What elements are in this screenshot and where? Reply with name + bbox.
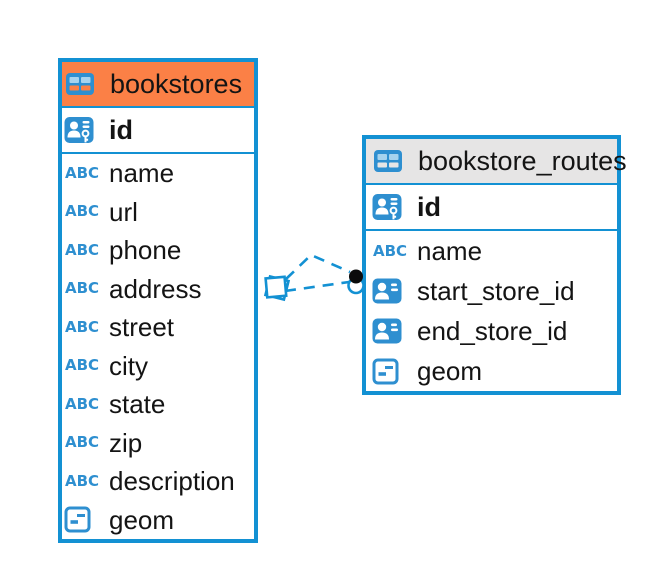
- primary-key-icon: [64, 115, 109, 145]
- column-row[interactable]: end_store_id: [366, 311, 617, 351]
- entity-table-bookstores[interactable]: bookstores id ABC name ABC ur: [58, 58, 258, 543]
- table-header-bookstore-routes[interactable]: bookstore_routes: [366, 139, 627, 183]
- column-row[interactable]: ABC name: [366, 231, 617, 271]
- text-type-icon: ABC: [65, 279, 100, 298]
- column-row[interactable]: ABC state: [62, 385, 254, 424]
- column-name: phone: [109, 235, 182, 266]
- table-title: bookstores: [110, 68, 243, 99]
- column-row[interactable]: ABC url: [62, 193, 254, 232]
- text-type-icon: ABC: [65, 317, 100, 336]
- column-row[interactable]: ABC name: [62, 154, 254, 193]
- relation-source-marker[interactable]: [263, 274, 291, 302]
- column-name: name: [417, 236, 483, 266]
- column-name: start_store_id: [417, 276, 575, 306]
- primary-key-name: id: [109, 114, 133, 145]
- table-icon: [369, 149, 418, 173]
- column-name: street: [109, 312, 175, 343]
- column-name: state: [109, 389, 166, 420]
- column-name: address: [109, 273, 202, 304]
- primary-key-name: id: [417, 191, 441, 222]
- text-type-icon: ABC: [65, 163, 100, 182]
- column-row[interactable]: ABC street: [62, 308, 254, 347]
- column-row[interactable]: start_store_id: [366, 271, 617, 311]
- text-type-icon: ABC: [65, 394, 100, 413]
- column-row[interactable]: ABC address: [62, 270, 254, 309]
- primary-key-icon: [368, 192, 417, 222]
- table-header-bookstores[interactable]: bookstores: [62, 62, 254, 106]
- geometry-type-icon: [64, 506, 109, 533]
- text-type-icon: ABC: [65, 471, 100, 490]
- column-name: end_store_id: [417, 316, 568, 346]
- primary-key-row[interactable]: id: [62, 106, 254, 154]
- text-type-icon: ABC: [65, 433, 100, 452]
- column-row[interactable]: ABC description: [62, 462, 254, 501]
- primary-key-row[interactable]: id: [366, 183, 617, 231]
- column-name: zip: [109, 427, 143, 458]
- column-row[interactable]: ABC city: [62, 347, 254, 386]
- text-type-icon: ABC: [65, 356, 100, 375]
- table-icon: [65, 72, 110, 96]
- column-name: url: [109, 196, 138, 227]
- reference-type-icon: [368, 278, 417, 304]
- column-row[interactable]: ABC phone: [62, 231, 254, 270]
- column-name: geom: [109, 504, 175, 535]
- column-row[interactable]: geom: [366, 351, 617, 391]
- reference-type-icon: [368, 318, 417, 344]
- table-title: bookstore_routes: [418, 145, 627, 176]
- column-row[interactable]: ABC zip: [62, 424, 254, 463]
- column-row[interactable]: geom: [62, 501, 254, 540]
- text-type-icon: ABC: [65, 202, 100, 221]
- entity-table-bookstore-routes[interactable]: bookstore_routes id ABC name: [362, 135, 627, 395]
- relationship-line-end-store[interactable]: [284, 280, 350, 293]
- text-type-icon: ABC: [65, 240, 100, 259]
- text-type-icon: ABC: [373, 241, 408, 260]
- column-name: description: [109, 466, 235, 497]
- column-name: geom: [417, 356, 483, 386]
- geometry-type-icon: [368, 358, 417, 385]
- column-name: city: [109, 350, 148, 381]
- column-name: name: [109, 158, 175, 189]
- relationship-line-start-store[interactable]: [285, 253, 351, 280]
